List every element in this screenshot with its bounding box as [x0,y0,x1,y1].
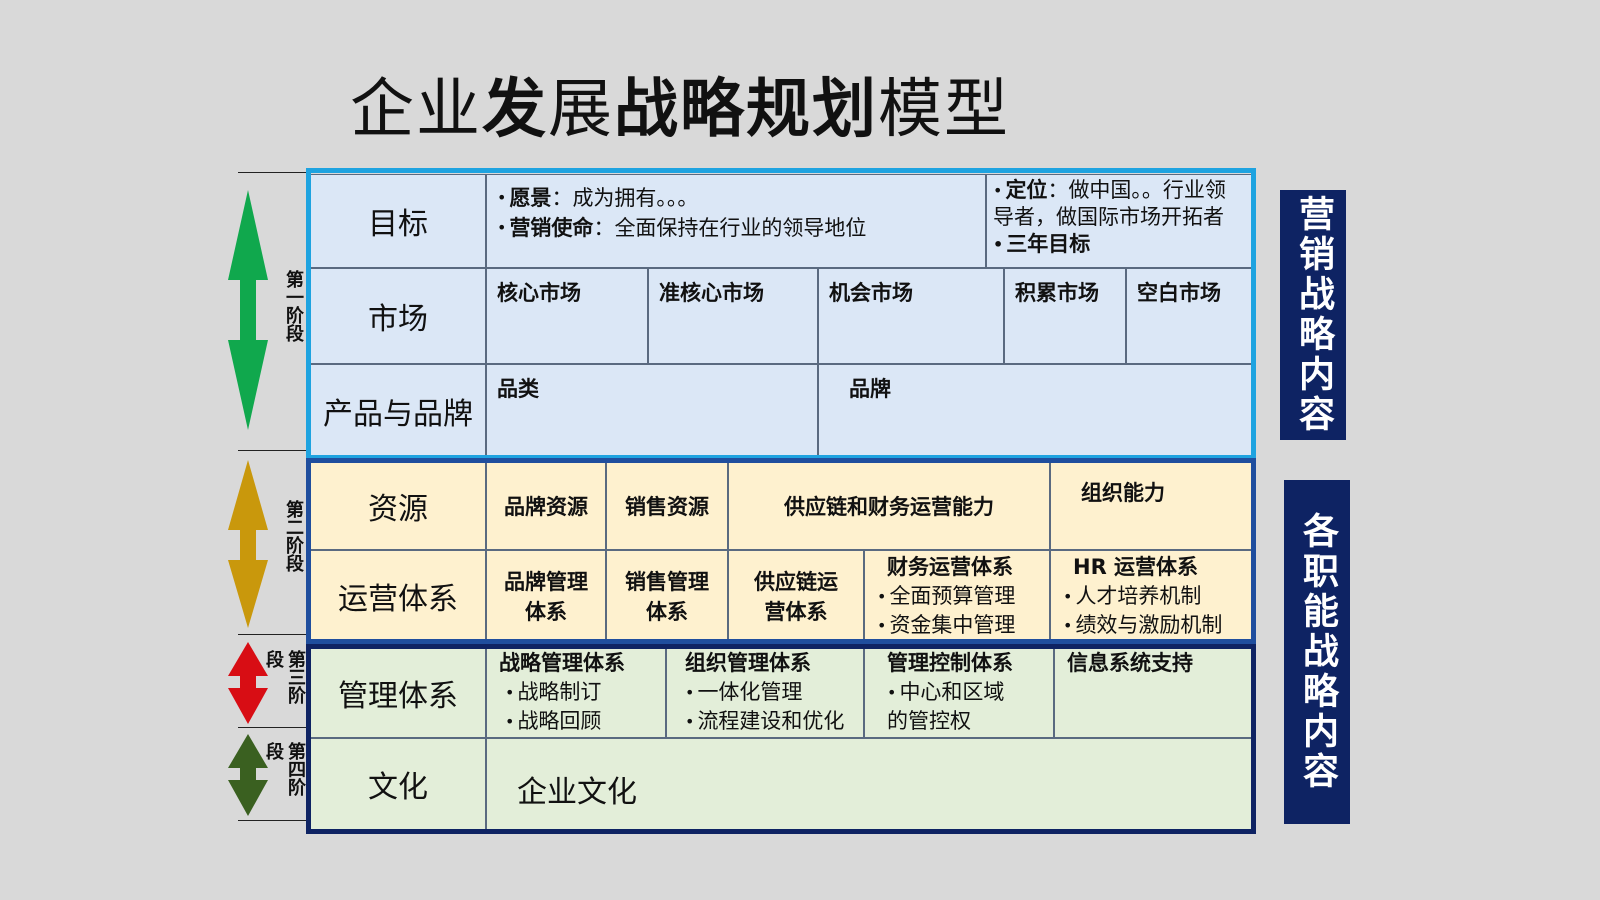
management-section-border [306,644,1256,834]
strategy-item: 战略制订 [499,678,653,707]
finance-heading: 财务运营体系 [887,555,1013,579]
strategy-item: 战略回顾 [499,707,653,736]
marketing-section-border [306,168,1256,460]
market-cell: 机会市场 [818,268,1004,364]
culture-cell: 企业文化 [486,738,1252,830]
page-title: 企业业发发展战略规划模型 [350,58,1010,150]
stage-label: 第二阶段 [283,500,304,572]
management-strategy-cell: 战略管理体系 战略制订 战略回顾 [486,648,666,738]
goal-position-cell: 定位：做中国。。行业领导者，做国际市场开拓者 三年目标 [986,174,1252,268]
resource-cell: 销售资源 [606,462,728,550]
org-heading: 组织管理体系 [685,651,811,675]
goal-vision-cell: 愿景：成为拥有。。。 营销使命：全面保持在行业的领导地位 [486,174,986,268]
stage-label: 第一阶段 [283,270,304,342]
product-cell: 品类 [486,364,818,458]
stage4-arrow-icon [228,734,268,816]
operation-cell: 供应链运营体系 [728,550,864,642]
vision-line: 愿景：成为拥有。。。 [497,183,975,213]
org-item: 一体化管理 [685,678,845,707]
stage-divider [238,634,308,635]
row-label-goal: 目标 [310,174,486,268]
market-cell: 准核心市场 [648,268,818,364]
title-part: 企业 [350,73,482,147]
stage-label: 第三阶段 [263,650,306,704]
stage-divider [238,450,308,451]
hr-heading: HR 运营体系 [1073,555,1199,579]
row-label-product: 产品与品牌 [310,364,486,458]
strategy-heading: 战略管理体系 [499,651,625,675]
marketing-strategy-label: 营销战略内容 [1280,190,1346,440]
stage-divider [238,820,308,821]
title-part: 规划 [746,73,878,147]
org-item: 流程建设和优化 [685,707,845,736]
operation-hr-cell: HR 运营体系 人才培养机制 绩效与激励机制 [1050,550,1252,642]
stage2-arrow-icon [228,460,268,628]
functional-section-border [306,458,1256,644]
row-label-resource: 资源 [310,462,486,550]
operation-cell: 销售管理体系 [606,550,728,642]
finance-item: 资金集中管理 [877,611,1037,640]
row-label-operation: 运营体系 [310,550,486,642]
management-info-cell: 信息系统支持 [1054,648,1252,738]
operation-cell: 品牌管理体系 [486,550,606,642]
stage-divider [238,727,308,728]
title-part-fa: 发 [482,73,548,147]
title-part: 展 [548,73,614,147]
stage1-arrow-icon [228,190,268,430]
hr-item: 人才培养机制 [1063,582,1239,611]
row-label-market: 市场 [310,268,486,364]
three-year-goal: 三年目标 [993,231,1245,258]
stage-divider [238,172,308,173]
title-part: 模型 [878,73,1010,147]
functional-strategy-label: 各职能战略内容 [1284,480,1350,824]
market-cell: 空白市场 [1126,268,1252,364]
management-org-cell: 组织管理体系 一体化管理 流程建设和优化 [666,648,864,738]
row-label-culture: 文化 [310,738,486,830]
market-cell: 积累市场 [1004,268,1126,364]
management-control-cell: 管理控制体系 中心和区域的管控权限。 [864,648,1054,762]
operation-finance-cell: 财务运营体系 全面预算管理 资金集中管理 [864,550,1050,642]
position-line: 定位：做中国。。行业领导者，做国际市场开拓者 [993,177,1245,231]
control-heading: 管理控制体系 [887,651,1013,675]
stage-label: 第四阶段 [263,742,306,796]
title-part: 战略 [614,73,746,147]
stage3-arrow-icon [228,642,268,724]
market-cell: 核心市场 [486,268,648,364]
finance-item: 全面预算管理 [877,582,1037,611]
hr-item: 绩效与激励机制 [1063,611,1239,640]
mission-line: 营销使命：全面保持在行业的领导地位 [497,213,975,243]
stage-arrows [228,190,268,816]
resource-cell: 品牌资源 [486,462,606,550]
